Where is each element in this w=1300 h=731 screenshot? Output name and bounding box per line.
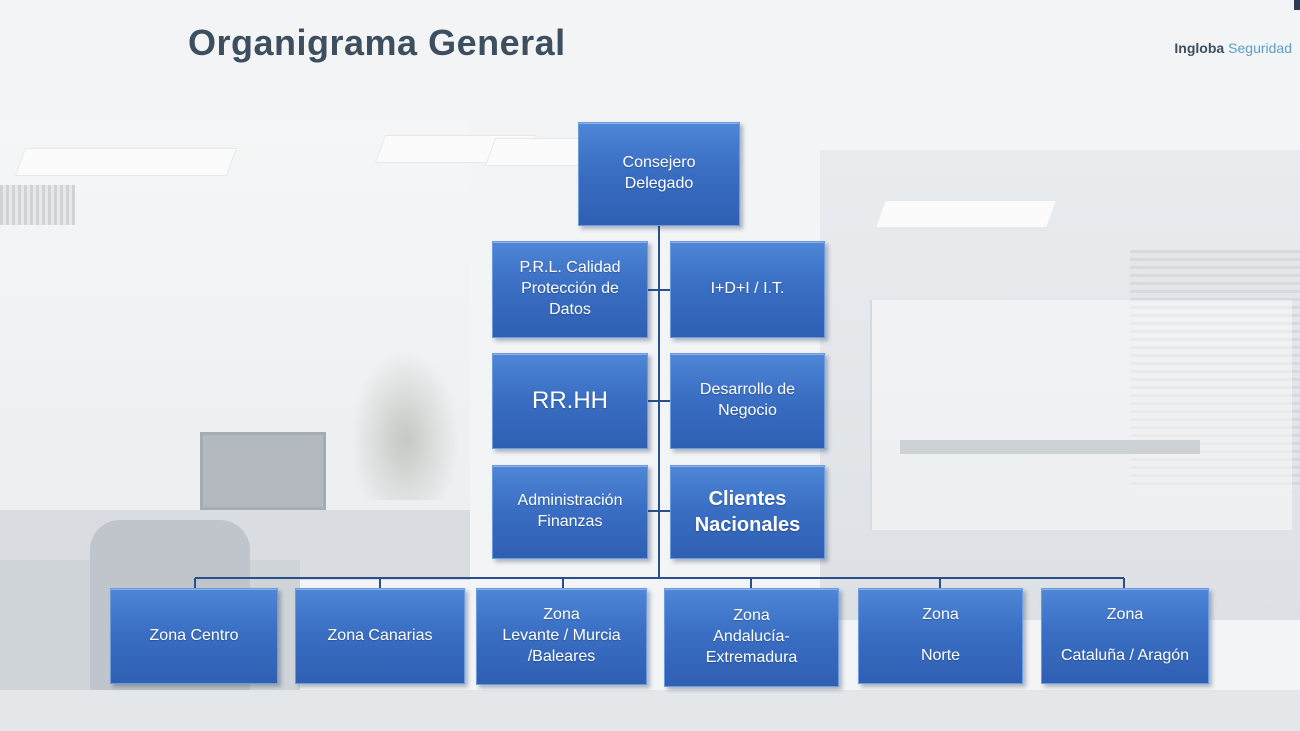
brand-name-strong: Ingloba	[1174, 40, 1225, 56]
node-zona-canarias: Zona Canarias	[295, 588, 465, 684]
node-administracion-finanzas: Administración Finanzas	[492, 465, 648, 559]
node-desarrollo-negocio: Desarrollo de Negocio	[670, 353, 825, 449]
brand-name-light: Seguridad	[1228, 40, 1292, 56]
node-zona-andalucia-extremadura: Zona Andalucía- Extremadura	[664, 588, 839, 687]
node-rrhh: RR.HH	[492, 353, 648, 449]
node-clientes-nacionales: Clientes Nacionales	[670, 465, 825, 559]
node-consejero-delegado: Consejero Delegado	[578, 122, 740, 226]
node-zona-cataluna-aragon: Zona Cataluña / Aragón	[1041, 588, 1209, 684]
node-idi-it: I+D+I / I.T.	[670, 241, 825, 338]
corner-accent	[1294, 0, 1300, 10]
slide-title: Organigrama General	[188, 22, 566, 63]
node-prl-calidad: P.R.L. Calidad Protección de Datos	[492, 241, 648, 338]
node-zona-centro: Zona Centro	[110, 588, 278, 684]
node-zona-norte: Zona Norte	[858, 588, 1023, 684]
node-zona-levante-murcia-baleares: Zona Levante / Murcia /Baleares	[476, 588, 647, 685]
